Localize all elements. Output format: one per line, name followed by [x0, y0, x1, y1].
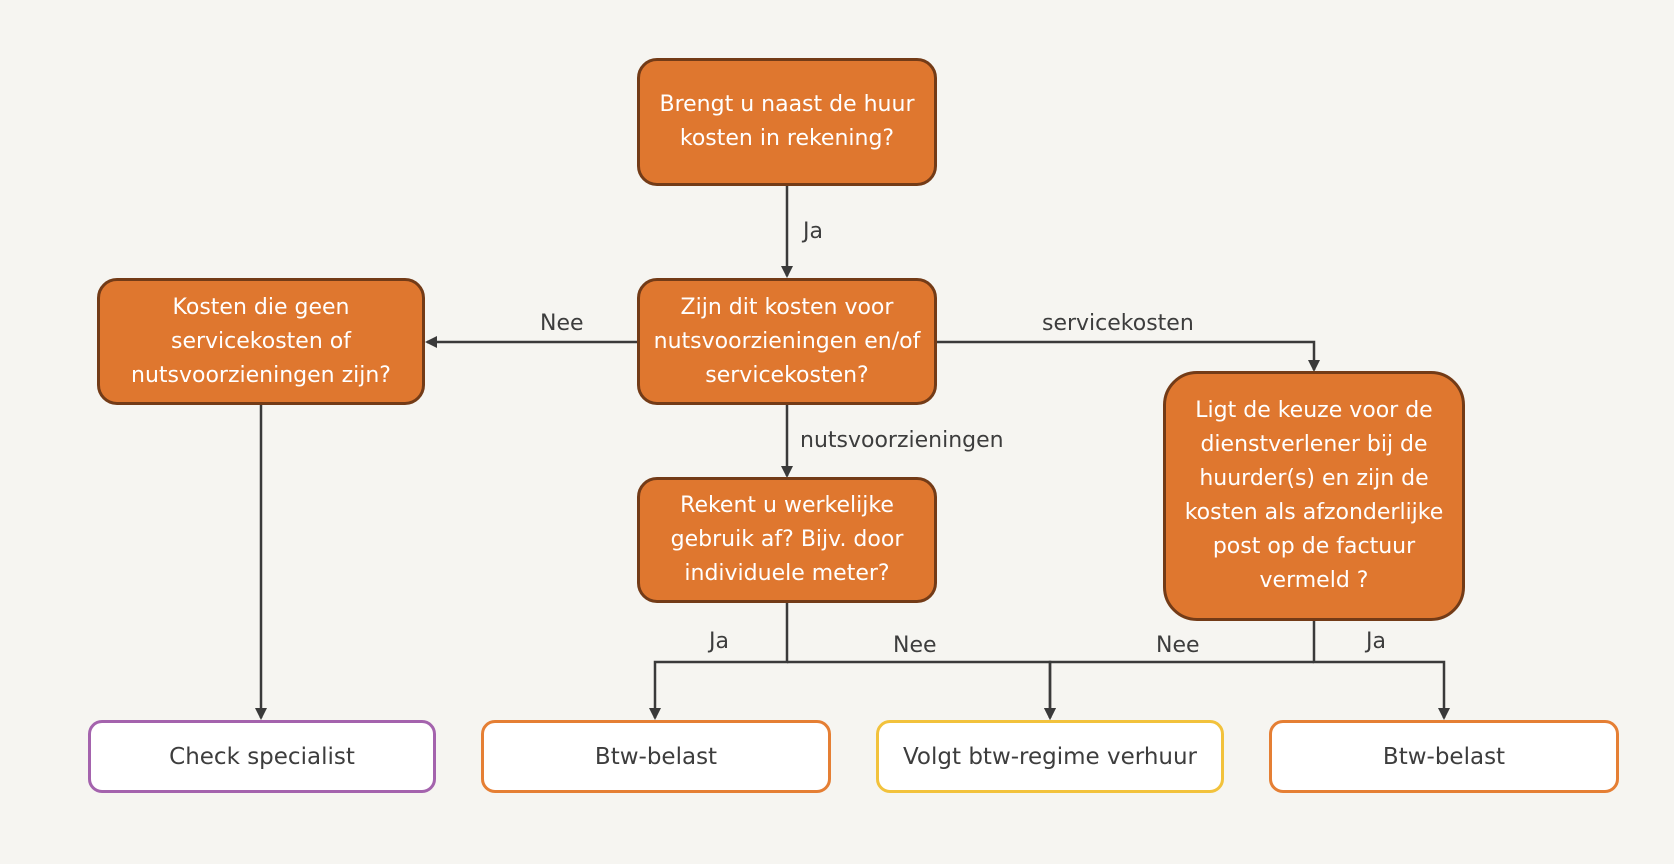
edge-label-q4-ja: Ja: [709, 629, 729, 654]
question-text: Ligt de keuze voor de dienstverlener bij…: [1184, 398, 1444, 593]
edge-label-q2-servicekosten: servicekosten: [1042, 311, 1194, 336]
edge-label-q5-nee: Nee: [1156, 633, 1200, 658]
question-utilities-or-service: Zijn dit kosten voor nutsvoorzieningen e…: [637, 278, 937, 405]
outcome-check-specialist: Check specialist: [88, 720, 436, 793]
edge-q5-split: [1312, 621, 1450, 720]
outcome-text: Btw-belast: [594, 743, 718, 770]
question-text: Brengt u naast de huur kosten in rekenin…: [659, 92, 915, 151]
outcome-text: Btw-belast: [1382, 743, 1506, 770]
question-text: Kosten die geen servicekosten of nutsvoo…: [131, 294, 391, 388]
question-text: Rekent u werkelijke gebruik af? Bijv. do…: [670, 493, 904, 586]
question-service-provider-choice: Ligt de keuze voor de dienstverlener bij…: [1163, 371, 1465, 621]
edge-label-q4-nee: Nee: [893, 633, 937, 658]
question-other-costs: Kosten die geen servicekosten of nutsvoo…: [97, 278, 425, 405]
edge-q4-split: [649, 603, 789, 720]
outcome-text: Check specialist: [169, 743, 355, 770]
question-actual-usage: Rekent u werkelijke gebruik af? Bijv. do…: [637, 477, 937, 603]
edge-label-q2-nutsvoorzieningen: nutsvoorzieningen: [800, 428, 1004, 453]
edge-q2-q5: [937, 340, 1320, 372]
edge-label-q5-ja: Ja: [1366, 629, 1386, 654]
edge-label-q2-nee: Nee: [540, 311, 584, 336]
outcome-vat-taxed-utilities: Btw-belast: [481, 720, 831, 793]
edge-label-q1-ja: Ja: [803, 219, 823, 244]
question-text: Zijn dit kosten voor nutsvoorzieningen e…: [653, 294, 921, 388]
outcome-vat-taxed-service: Btw-belast: [1269, 720, 1619, 793]
outcome-follows-rental-vat: Volgt btw-regime verhuur: [876, 720, 1224, 793]
outcome-text: Volgt btw-regime verhuur: [902, 743, 1198, 770]
question-costs-besides-rent: Brengt u naast de huur kosten in rekenin…: [637, 58, 937, 186]
edge-q4-volgt: [787, 660, 1056, 720]
edge-q5-volgt: [1044, 660, 1314, 720]
